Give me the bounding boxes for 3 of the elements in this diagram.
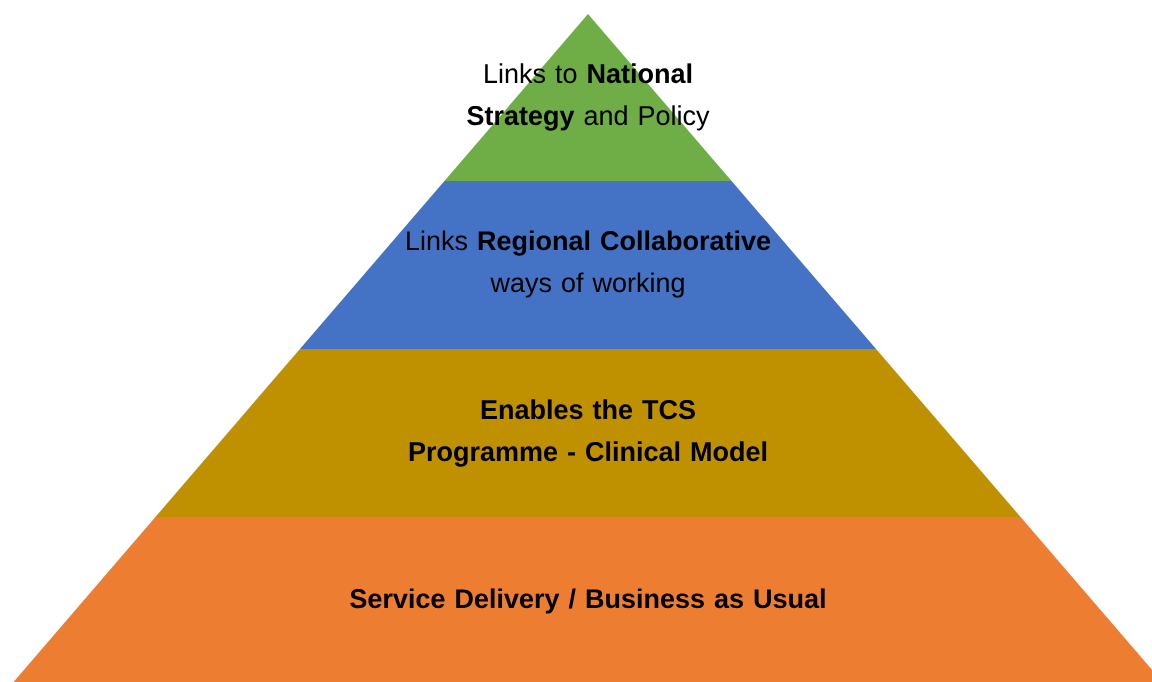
pyramid-band: Enables the TCS Programme - Clinical Model bbox=[155, 349, 1021, 517]
pyramid-band: Service Delivery / Business as Usual bbox=[13, 517, 1152, 682]
pyramid-band: Links Regional Collaborative ways of working bbox=[299, 181, 877, 349]
